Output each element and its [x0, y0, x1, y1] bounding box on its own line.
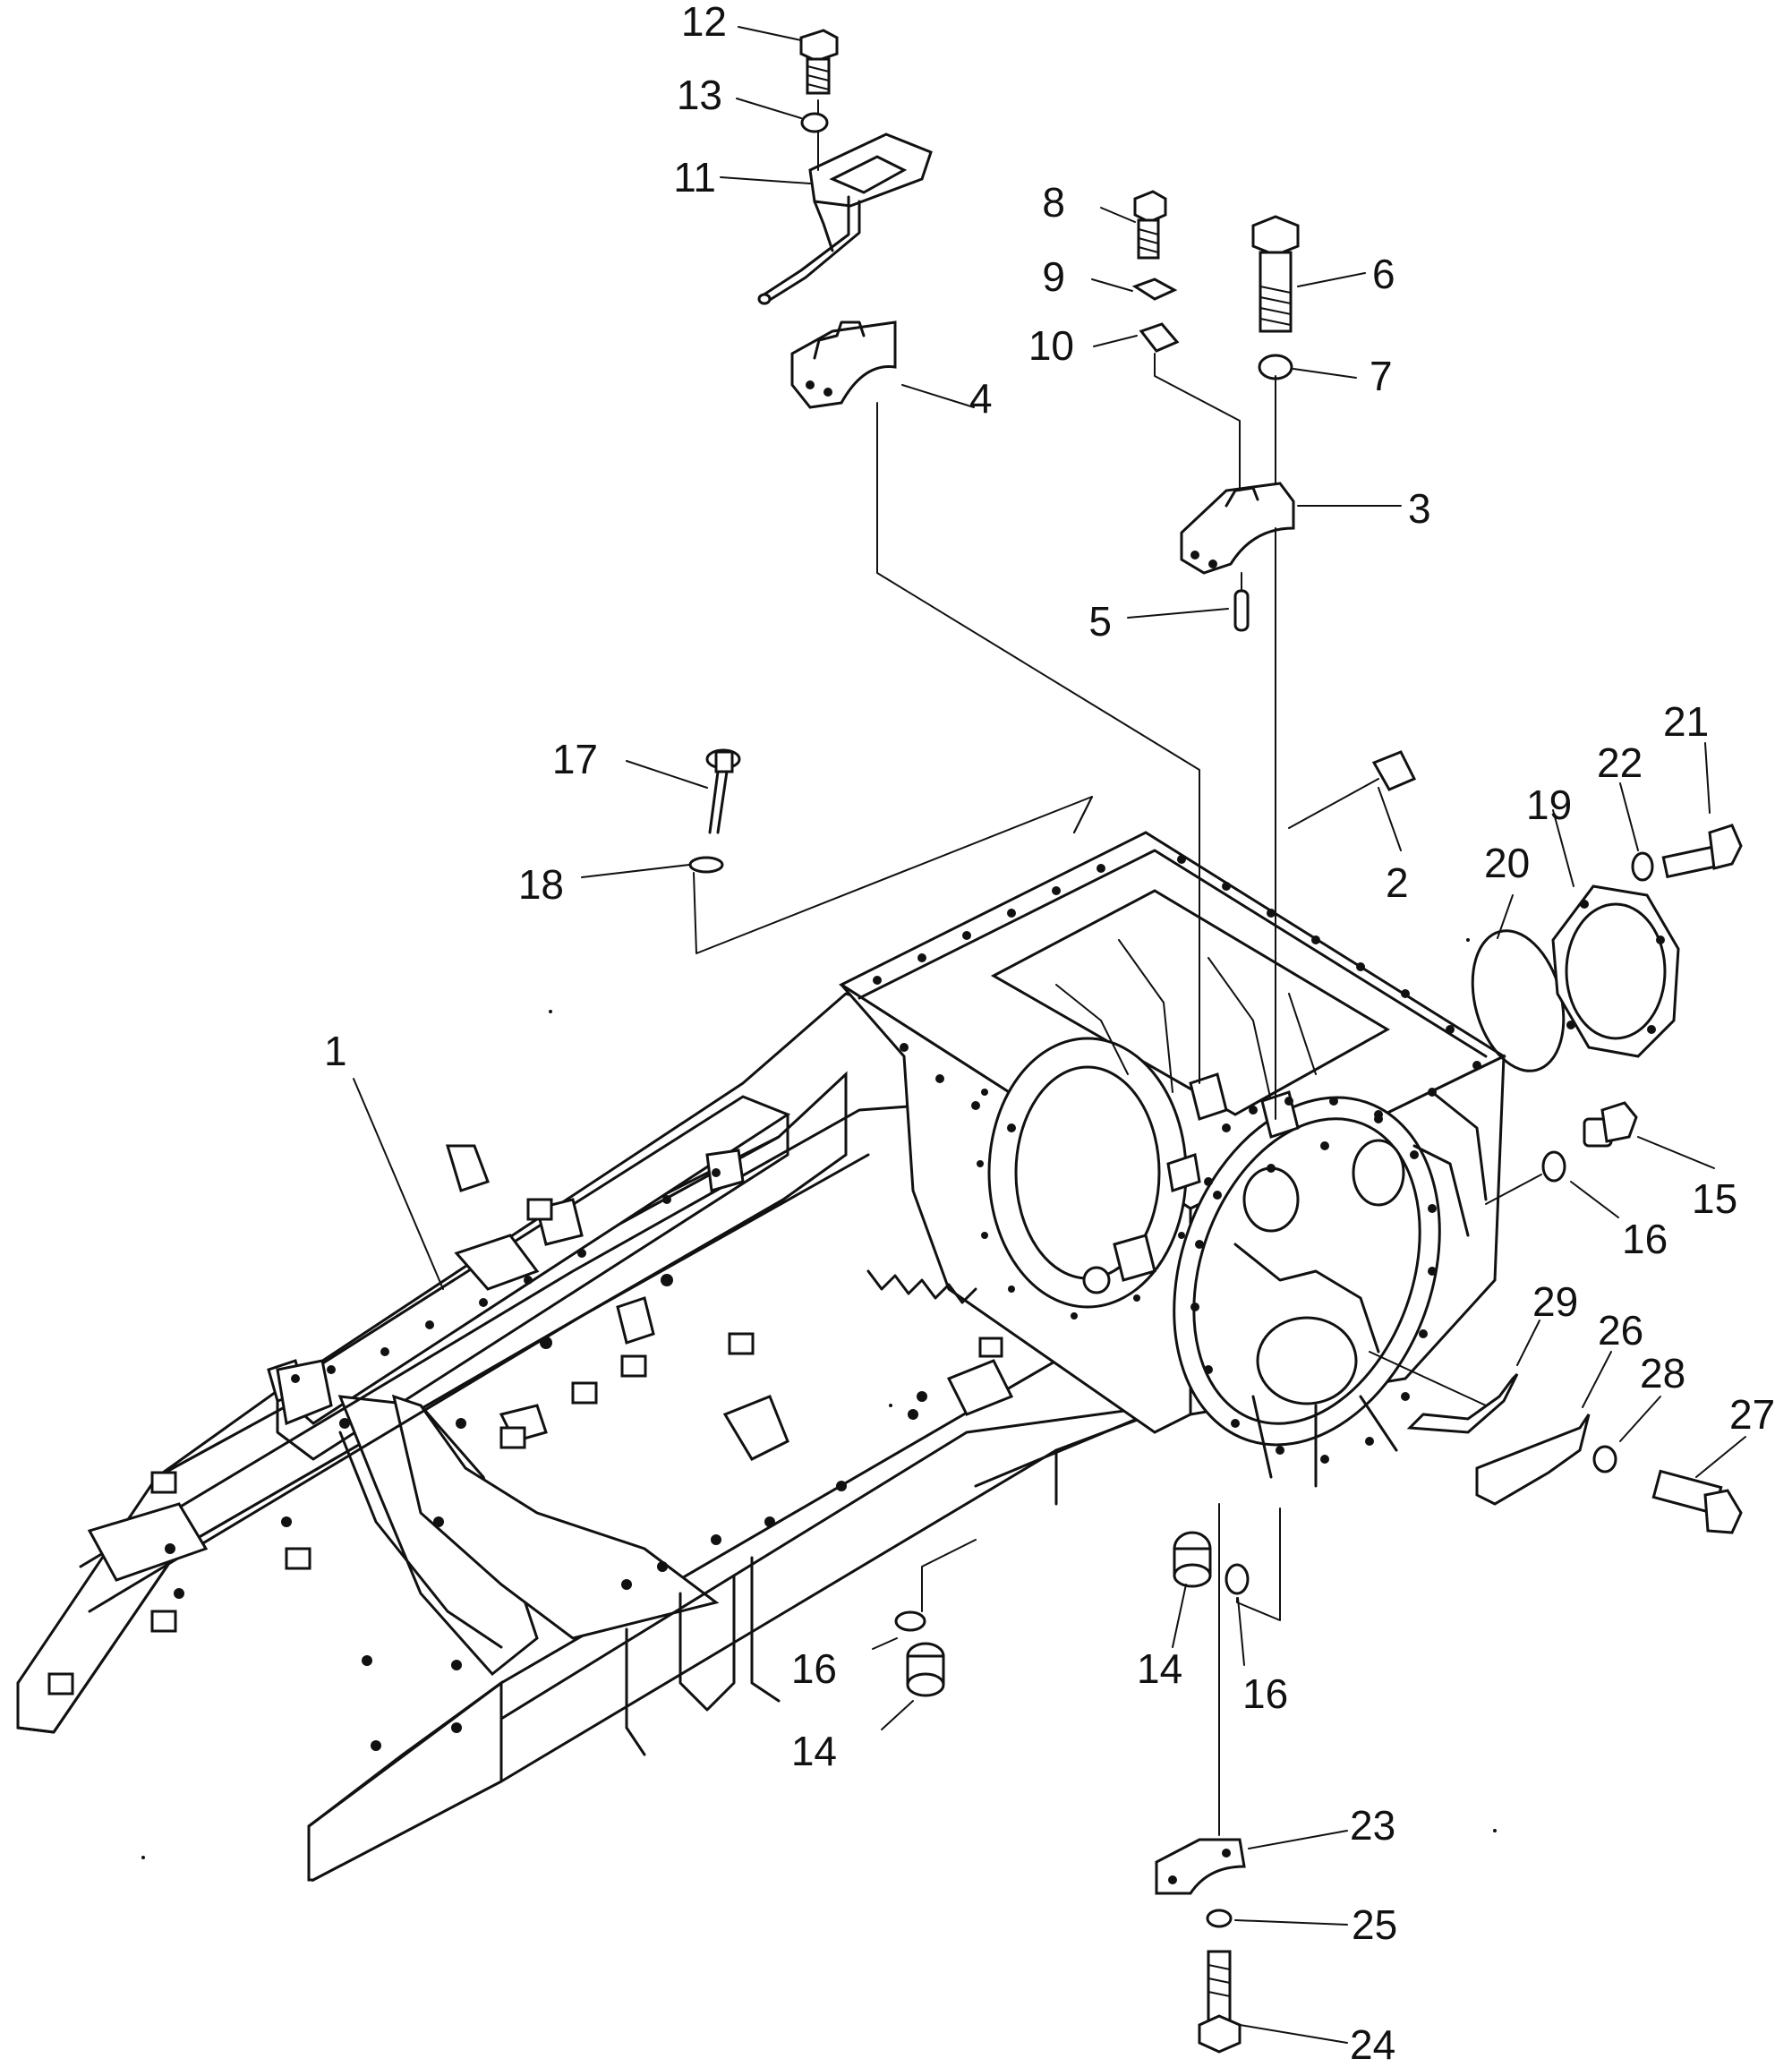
main-frame-part	[16, 992, 1201, 1883]
callout-4: 4	[969, 375, 993, 422]
washer-28	[1592, 1445, 1617, 1473]
bracket-29	[1406, 1372, 1519, 1434]
washer-25	[1206, 1909, 1233, 1928]
callout-22: 22	[1597, 739, 1643, 786]
callout-17: 17	[552, 736, 598, 782]
callout-11: 11	[673, 154, 716, 201]
bolt-12	[799, 29, 839, 95]
plate-26	[1475, 1414, 1591, 1506]
callout-16-right: 16	[1622, 1216, 1668, 1262]
washer-16-right	[1541, 1150, 1566, 1183]
transmission-case	[838, 831, 1507, 1488]
callout-14-left: 14	[791, 1728, 837, 1774]
assembly-lines	[693, 99, 1542, 1836]
callout-9: 9	[1042, 253, 1065, 300]
callout-6: 6	[1372, 251, 1395, 297]
callout-13: 13	[677, 72, 722, 118]
callout-18: 18	[518, 861, 564, 908]
callout-2: 2	[1386, 859, 1409, 906]
plug-15	[1583, 1101, 1638, 1148]
pin-5	[1233, 589, 1250, 632]
callout-7: 7	[1370, 353, 1393, 399]
washer-16-left	[894, 1610, 926, 1632]
callout-25: 25	[1352, 1901, 1397, 1948]
callout-10: 10	[1028, 322, 1074, 369]
bolt-24	[1198, 1950, 1242, 2054]
washer-13	[800, 112, 829, 133]
callout-20: 20	[1484, 840, 1530, 886]
bearing-cap-4	[790, 320, 897, 409]
callout-27: 27	[1729, 1391, 1775, 1438]
plug-14-left	[906, 1642, 945, 1697]
bolt-27	[1651, 1469, 1743, 1534]
callout-24: 24	[1350, 2021, 1395, 2067]
plug-2	[1371, 750, 1417, 791]
bolt-8	[1133, 190, 1167, 260]
cover-19	[1551, 884, 1680, 1058]
callout-14-right: 14	[1137, 1645, 1182, 1692]
scan-specks	[141, 938, 1497, 1859]
washer-16-center	[1225, 1563, 1250, 1595]
washer-18	[688, 856, 724, 874]
plate-10	[1139, 322, 1180, 353]
callout-15: 15	[1692, 1175, 1737, 1222]
washer-22	[1631, 851, 1654, 882]
callout-16-center: 16	[1242, 1670, 1288, 1717]
bolt-21	[1661, 824, 1743, 879]
callout-12: 12	[681, 0, 727, 45]
callout-labels: 12 13 11 4 8 9 10 6 7 3 5 2 17 18 1 20 1…	[324, 0, 1775, 2067]
plug-14-right	[1173, 1531, 1212, 1588]
screw-17	[705, 748, 741, 834]
lock-plate-9	[1131, 278, 1178, 301]
callout-23: 23	[1350, 1802, 1395, 1849]
callout-8: 8	[1042, 179, 1065, 226]
bolt-6	[1251, 215, 1300, 333]
callout-5: 5	[1088, 598, 1112, 645]
callout-19: 19	[1526, 782, 1572, 828]
leader-lines	[353, 26, 1746, 2044]
callout-21: 21	[1663, 698, 1709, 745]
callout-1: 1	[324, 1028, 347, 1074]
bracket-11	[757, 132, 933, 305]
callout-16-left: 16	[791, 1645, 837, 1692]
callout-3: 3	[1408, 485, 1431, 532]
bearing-cap-23	[1155, 1838, 1246, 1895]
bearing-cap-3	[1180, 482, 1295, 575]
callout-26: 26	[1598, 1307, 1643, 1354]
callout-29: 29	[1532, 1278, 1578, 1325]
callout-28: 28	[1640, 1350, 1685, 1397]
